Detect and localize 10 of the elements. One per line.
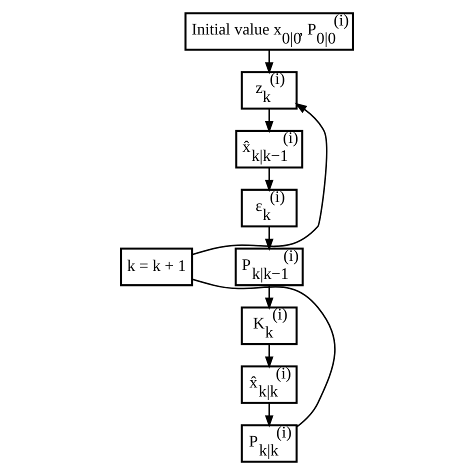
arrow: [192, 102, 328, 255]
arrow: [264, 402, 274, 428]
arrow: [264, 226, 274, 250]
arrow: [264, 108, 274, 133]
arrow: [264, 344, 274, 368]
arrow: [264, 284, 274, 310]
connector: [192, 278, 336, 427]
arrow: [264, 49, 274, 74]
node-box: k = k + 1: [120, 247, 194, 286]
arrow: [264, 167, 274, 192]
